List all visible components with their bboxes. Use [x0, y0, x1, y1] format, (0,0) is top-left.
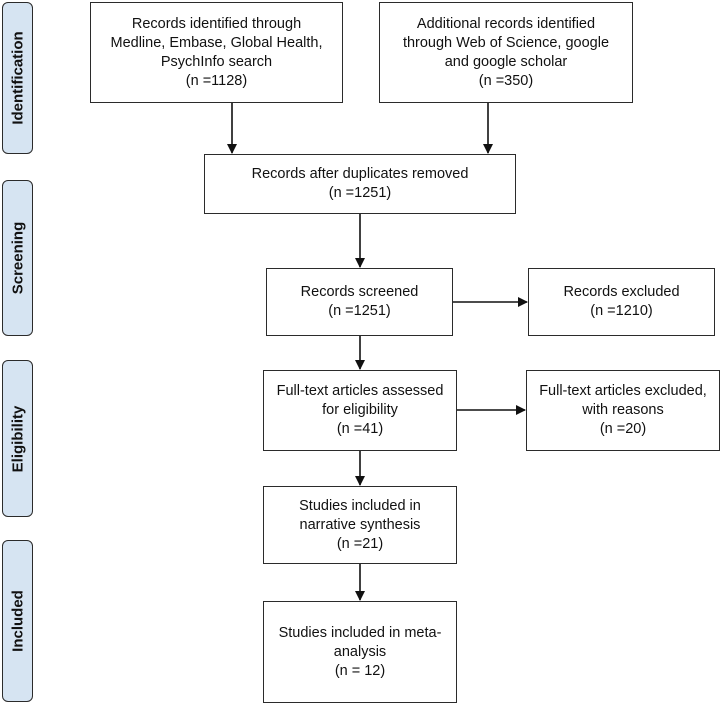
phase-included: Included	[2, 540, 33, 702]
box-text-line: (n =350)	[478, 72, 534, 89]
box-text-line: for eligibility	[322, 402, 398, 418]
box-text-line: Medline, Embase, Global Health,	[110, 34, 323, 51]
box-fulltext-excluded: Full-text articles excluded, with reasons…	[526, 370, 720, 451]
box-text-line: (n =21)	[336, 535, 384, 552]
box-text-line: analysis	[333, 643, 387, 660]
phase-screening: Screening	[2, 180, 33, 336]
box-after-duplicates: Records after duplicates removed (n =1251…	[204, 154, 516, 214]
box-text-line: Records identified through	[131, 15, 302, 32]
box-text-line: Records excluded	[563, 284, 680, 300]
box-text-line: (n =1128)	[185, 72, 248, 89]
box-narrative-synthesis: Studies included in narrative synthesis (n…	[263, 486, 457, 564]
phase-identification: Identification	[2, 2, 33, 154]
box-text-line: (n =1210)	[590, 303, 653, 319]
box-text-line: PsychInfo search	[160, 53, 273, 70]
box-fulltext-assessed: Full-text articles assessed for eligibili…	[263, 370, 457, 451]
box-text-line: through Web of Science, google	[402, 34, 610, 51]
box-text-line: Studies included in meta-	[278, 624, 442, 641]
box-text-line: Full-text articles excluded,	[539, 383, 707, 399]
box-text-line: narrative synthesis	[299, 516, 421, 533]
phase-eligibility: Eligibility	[2, 360, 33, 517]
box-text-line: Additional records identified	[416, 15, 596, 32]
box-text-line: with reasons	[582, 402, 664, 418]
box-text-line: (n =41)	[336, 421, 384, 437]
box-text-line: Studies included in	[299, 497, 421, 514]
box-records-excluded: Records excluded (n =1210)	[528, 268, 715, 336]
box-text-line: (n =1251)	[328, 303, 391, 319]
box-text-line: (n = 12)	[334, 662, 386, 679]
box-text-line: (n =1251)	[328, 185, 392, 201]
box-additional-records: Additional records identified through Web…	[379, 2, 633, 103]
box-text-line: (n =20)	[599, 421, 647, 437]
box-meta-analysis: Studies included in meta-analysis (n = 12…	[263, 601, 457, 703]
box-records-screened: Records screened (n =1251)	[266, 268, 453, 336]
box-text-line: Records screened	[300, 284, 419, 300]
box-text-line: and google scholar	[444, 53, 568, 70]
box-text-line: Full-text articles assessed	[276, 383, 444, 399]
box-text-line: Records after duplicates removed	[251, 166, 469, 182]
